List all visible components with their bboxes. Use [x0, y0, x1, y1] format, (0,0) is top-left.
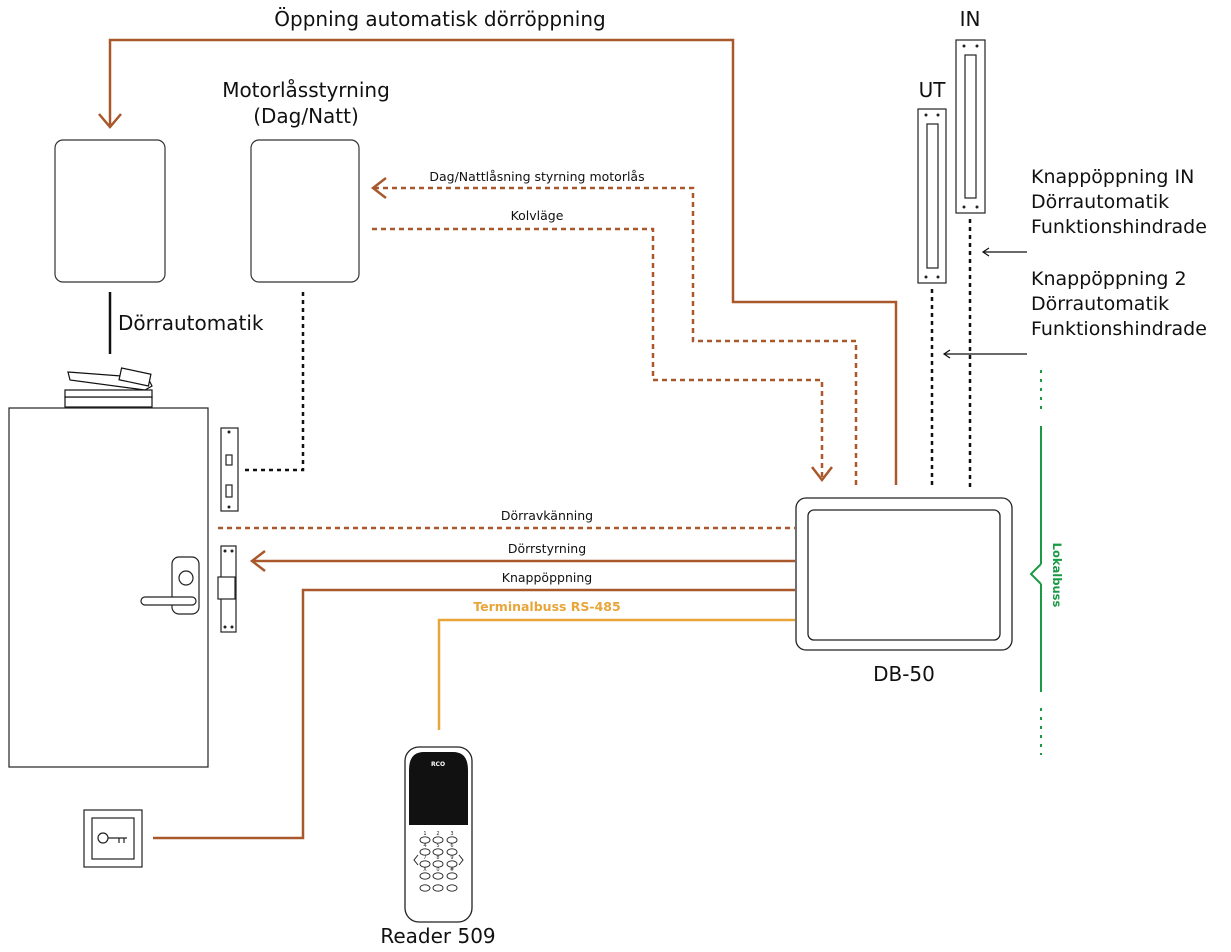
- local-bus: [1029, 370, 1042, 755]
- day-night-line: [375, 186, 858, 485]
- keypad-key-label: 9: [450, 855, 453, 861]
- btn-2-arrowhead: [942, 349, 951, 359]
- keypad-key: [446, 836, 458, 844]
- keypad-key: [446, 884, 458, 892]
- in-label: IN: [960, 7, 981, 31]
- bolt-position-label: Kolvläge: [511, 208, 564, 223]
- keypad-key: [419, 884, 431, 892]
- keypad-key-label: 3: [450, 831, 453, 837]
- terminal-bus-line: [437, 618, 795, 730]
- btn-in-line-2: Dörrautomatik: [1031, 191, 1169, 213]
- keypad-key-label: 7: [423, 855, 426, 861]
- day-night-label: Dag/Nattlåsning styrning motorlås: [429, 169, 644, 184]
- keypad-key-label: 0: [436, 867, 439, 873]
- btn-in-line-3: Funktionshindrade: [1031, 216, 1207, 238]
- door-control-arrow: [249, 550, 266, 572]
- day-night-arrow: [370, 177, 387, 199]
- keypad-key: [432, 872, 444, 880]
- motor-lock-plate-icon: [220, 427, 239, 512]
- motor-lock-title-1: Motorlåsstyrning: [222, 78, 390, 102]
- reader-label: Reader 509: [380, 924, 495, 948]
- motor-lock-box: [250, 139, 360, 283]
- btn-2-line-2: Dörrautomatik: [1031, 293, 1169, 315]
- reader-keypad: 1 2 3 4 5 6 7 8 9X 0 #: [419, 831, 458, 892]
- keypad-key-label: #: [450, 867, 454, 873]
- keypad-key: [432, 848, 444, 856]
- motor-lock-title-2: (Dag/Natt): [253, 104, 359, 128]
- bolt-position-line: [372, 227, 824, 478]
- keypad-key-label: 1: [423, 831, 426, 837]
- motor-lock-line: [245, 292, 305, 472]
- reader-509-device: RCO 1 2 3 4 5 6 7 8 9X 0 #: [404, 746, 473, 923]
- btn-in-line-1: Knappöppning IN: [1031, 166, 1194, 188]
- door-closer-icon: [64, 367, 153, 408]
- door-handle-icon: [140, 556, 200, 615]
- terminal-bus-label: Terminalbuss RS-485: [473, 599, 620, 614]
- keypad-key: [432, 836, 444, 844]
- keypad-key: [446, 848, 458, 856]
- ut-label: UT: [919, 78, 947, 102]
- auto-open-line: [98, 38, 898, 485]
- keypad-key: [419, 848, 431, 856]
- keypad-key: [419, 860, 431, 868]
- in-button-panel: [955, 39, 986, 214]
- keypad-key: [419, 872, 431, 880]
- button-opening-label: Knappöppning: [502, 570, 592, 585]
- bolt-position-arrow: [811, 466, 833, 483]
- ut-button-panel: [917, 108, 947, 284]
- door-sensing-label: Dörravkänning: [501, 508, 593, 523]
- local-bus-label: Lokalbuss: [1050, 543, 1064, 608]
- db50-label: DB-50: [873, 662, 935, 686]
- keypad-key: [419, 836, 431, 844]
- keypad-key: [446, 872, 458, 880]
- reader-brand: RCO: [431, 761, 445, 768]
- keypad-key: [446, 860, 458, 868]
- door-control-label: Dörrstyrning: [508, 541, 586, 556]
- keypad-key: [432, 884, 444, 892]
- btn-2-line-3: Funktionshindrade: [1031, 318, 1207, 340]
- keypad-key-label: X: [423, 867, 427, 873]
- keypad-key: [432, 860, 444, 868]
- btn-in-arrowhead: [981, 247, 990, 257]
- door-automatic-label: Dörrautomatik: [118, 311, 264, 335]
- button-opening-line: [153, 588, 795, 840]
- btn-2-line-1: Knappöppning 2: [1031, 268, 1187, 290]
- auto-open-label: Öppning automatisk dörröppning: [274, 7, 605, 31]
- key-switch-icon: [83, 809, 143, 868]
- db50-controller: [795, 497, 1013, 651]
- keypad-key-label: 5: [436, 843, 439, 849]
- door-automatic-box: [54, 139, 166, 283]
- keypad-key-label: 6: [450, 843, 453, 849]
- strike-plate-icon: [217, 545, 237, 633]
- keypad-key-label: 8: [436, 855, 439, 861]
- keypad-key-label: 4: [423, 843, 426, 849]
- keypad-key-label: 2: [436, 831, 439, 837]
